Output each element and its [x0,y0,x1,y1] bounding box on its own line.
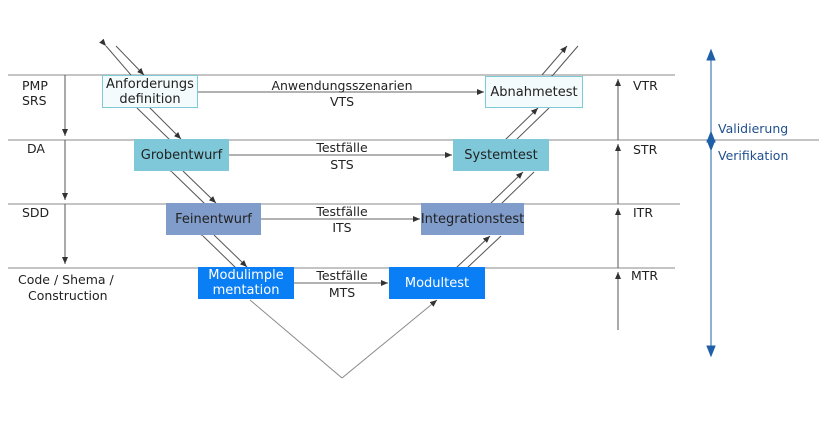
box-grobentwurf: Grobentwurf [134,139,229,171]
label-mtr: MTR [631,268,659,283]
label-da: DA [27,141,45,156]
box-systemtest-label: Systemtest [464,147,538,163]
connector-row3-line2: ITS [332,220,352,235]
connector-row3-line1: Testfälle [316,204,368,219]
label-pmp: PMP [22,78,48,93]
box-integrationstest: Integrationstest [421,203,524,235]
connector-row2-line2: STS [330,157,354,172]
label-verifikation: Verifikation [718,148,789,163]
label-str: STR [633,142,658,157]
label-construction: Construction [28,288,108,303]
connector-row2-line1: Testfälle [316,140,368,155]
box-anforderungs-line2: definition [119,91,181,107]
box-integrationstest-label: Integrationstest [420,211,525,227]
label-validierung: Validierung [718,121,789,136]
label-code-shema: Code / Shema / [18,272,114,287]
box-modultest-label: Modultest [404,275,470,291]
box-systemtest: Systemtest [453,139,549,171]
label-vtr: VTR [633,78,658,93]
box-grobentwurf-label: Grobentwurf [140,147,223,163]
box-modulimplementation-line1: Modulimple [208,268,284,283]
connector-row4-line1: Testfälle [316,268,368,283]
box-feinentwurf-label: Feinentwurf [175,211,252,227]
label-sdd: SDD [22,205,50,220]
connector-row4-line2: MTS [328,285,356,300]
label-srs: SRS [22,93,47,108]
box-anforderungs-line1: Anforderungs [106,76,194,92]
box-modultest: Modultest [389,267,485,299]
box-anforderungsdefinition: Anforderungs definition [102,75,198,108]
box-abnahmetest: Abnahmetest [485,76,583,108]
connector-row1-line2: VTS [329,94,355,109]
box-modulimplementation-line2: mentation [212,283,280,298]
box-abnahmetest-label: Abnahmetest [490,84,578,100]
box-feinentwurf: Feinentwurf [166,203,261,235]
label-itr: ITR [633,205,654,220]
box-modulimplementation: Modulimple mentation [198,267,294,299]
connector-row1-line1: Anwendungsszenarien [271,78,413,93]
